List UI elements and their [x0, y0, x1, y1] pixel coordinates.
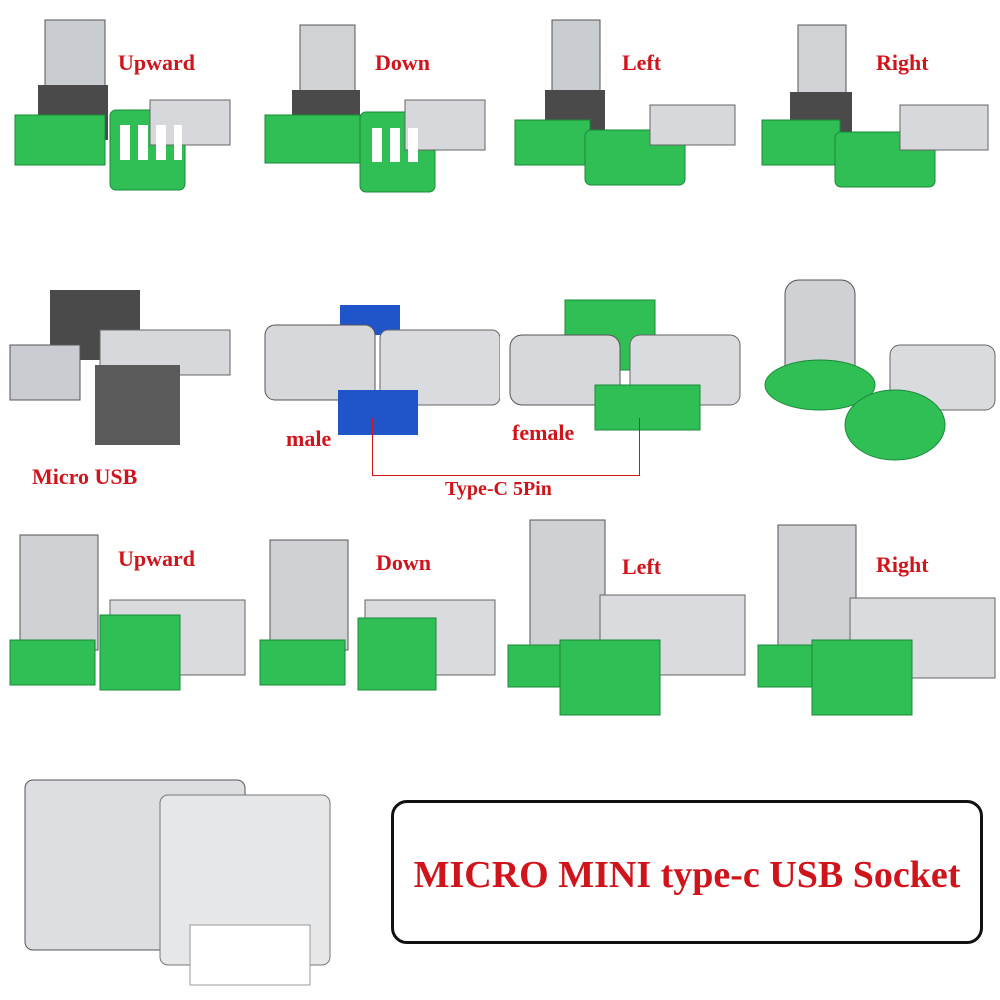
micro-usb-upward-product: Upward: [0, 0, 250, 250]
usb-a-left-product: Left: [500, 500, 750, 750]
label-upward-usb-a: Upward: [118, 546, 196, 571]
label-left-usb-a: Left: [622, 554, 662, 579]
label-upward: Upward: [118, 50, 196, 75]
micro-usb-product: Micro USB: [0, 250, 250, 500]
usb-a-plug-product: [0, 750, 390, 1000]
micro-usb-down-product: Down: [250, 0, 500, 250]
type-c-bracket: [372, 418, 640, 476]
banner-text: MICRO MINI type-c USB Socket: [413, 854, 961, 896]
product-banner: MICRO MINI type-c USB Socket: [391, 800, 983, 944]
micro-usb-right-product: Right: [750, 0, 1000, 250]
label-right-usb-a: Right: [876, 552, 929, 577]
label-male: male: [286, 426, 332, 451]
label-down-usb-a: Down: [376, 550, 432, 575]
usb-a-down-product: Down: [250, 500, 500, 750]
micro-usb-left-product: Left: [500, 0, 750, 250]
type-c-male-product: male: [250, 250, 500, 500]
label-micro-usb: Micro USB: [32, 464, 138, 489]
label-type-c-5pin: Type-C 5Pin: [445, 478, 552, 500]
usb-a-right-product: Right: [750, 500, 1000, 750]
label-right: Right: [876, 50, 929, 75]
usb-a-upward-product: Upward: [0, 500, 250, 750]
type-c-pcb-product: [750, 250, 1000, 500]
label-down: Down: [375, 50, 431, 75]
type-c-female-product: female: [500, 250, 750, 500]
label-left: Left: [622, 50, 662, 75]
label-female: female: [512, 420, 575, 445]
